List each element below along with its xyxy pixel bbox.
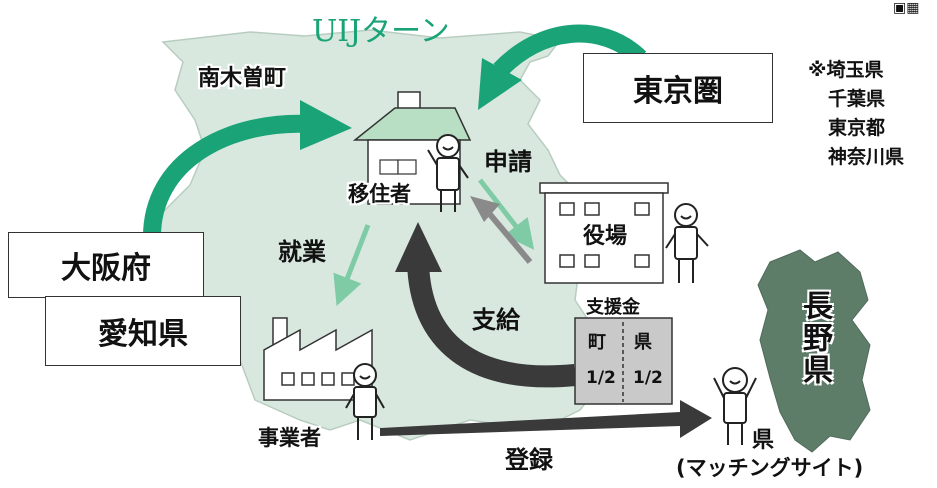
qr-code-icon: ▣▦: [893, 0, 920, 16]
subsidy-right-share: 1/2: [633, 368, 663, 388]
osaka-box: 大阪府: [8, 232, 204, 298]
employer-label: 事業者: [258, 426, 321, 450]
office-worker-icon: [665, 203, 709, 283]
office-to-migrant-arrow: [485, 210, 533, 264]
subsidy-title: 支援金: [586, 297, 640, 318]
prefecture-person-icon: [713, 367, 757, 445]
town-office-building-icon: [539, 182, 669, 284]
town-office-label: 役場: [583, 224, 628, 249]
prefecture-label: 県: [752, 428, 775, 453]
tokyo-note: ※埼玉県 千葉県 東京都 神奈川県: [808, 56, 904, 172]
note-pref-1: 埼玉県: [826, 59, 884, 81]
office-return-arrow-head: [470, 196, 500, 222]
note-pref-2: 千葉県: [828, 88, 886, 110]
tokyo-arrow-head: [478, 58, 522, 110]
payment-arrow-head: [395, 222, 442, 272]
migrant-person-icon: [427, 134, 469, 212]
subsidy-left-label: 町: [588, 332, 606, 353]
tokyo-area-box: 東京圏: [583, 53, 773, 123]
note-mark: ※: [808, 59, 827, 81]
page-title: UIJターン: [312, 14, 450, 49]
aichi-box: 愛知県: [45, 296, 241, 366]
payment-label: 支給: [472, 306, 520, 334]
apply-arrow: [478, 178, 535, 250]
registration-label: 登録: [505, 446, 553, 474]
nagano-region: [757, 249, 871, 453]
apply-label: 申請: [484, 148, 532, 176]
nagano-label: 長野県: [797, 290, 832, 386]
employment-arrow: [333, 224, 371, 306]
osaka-arrow-head: [300, 100, 352, 150]
matching-site-label: (マッチングサイト): [676, 456, 864, 480]
employment-label: 就業: [278, 238, 326, 266]
aichi-label: 愛知県: [98, 317, 188, 352]
subsidy-right-label: 県: [634, 332, 652, 353]
town-label: 南木曽町: [198, 66, 287, 91]
note-pref-3: 東京都: [828, 117, 886, 139]
tokyo-area-label: 東京圏: [633, 74, 723, 109]
tokyo-to-town-arrow: [493, 24, 647, 77]
subsidy-left-share: 1/2: [586, 368, 616, 388]
employer-person-icon: [345, 363, 385, 440]
note-pref-4: 神奈川県: [828, 146, 905, 168]
registration-arrow: [380, 400, 712, 438]
migrant-label: 移住者: [348, 182, 411, 206]
payment-arrow: [407, 261, 577, 388]
osaka-to-town-arrow: [142, 114, 311, 241]
osaka-label: 大阪府: [61, 251, 151, 286]
